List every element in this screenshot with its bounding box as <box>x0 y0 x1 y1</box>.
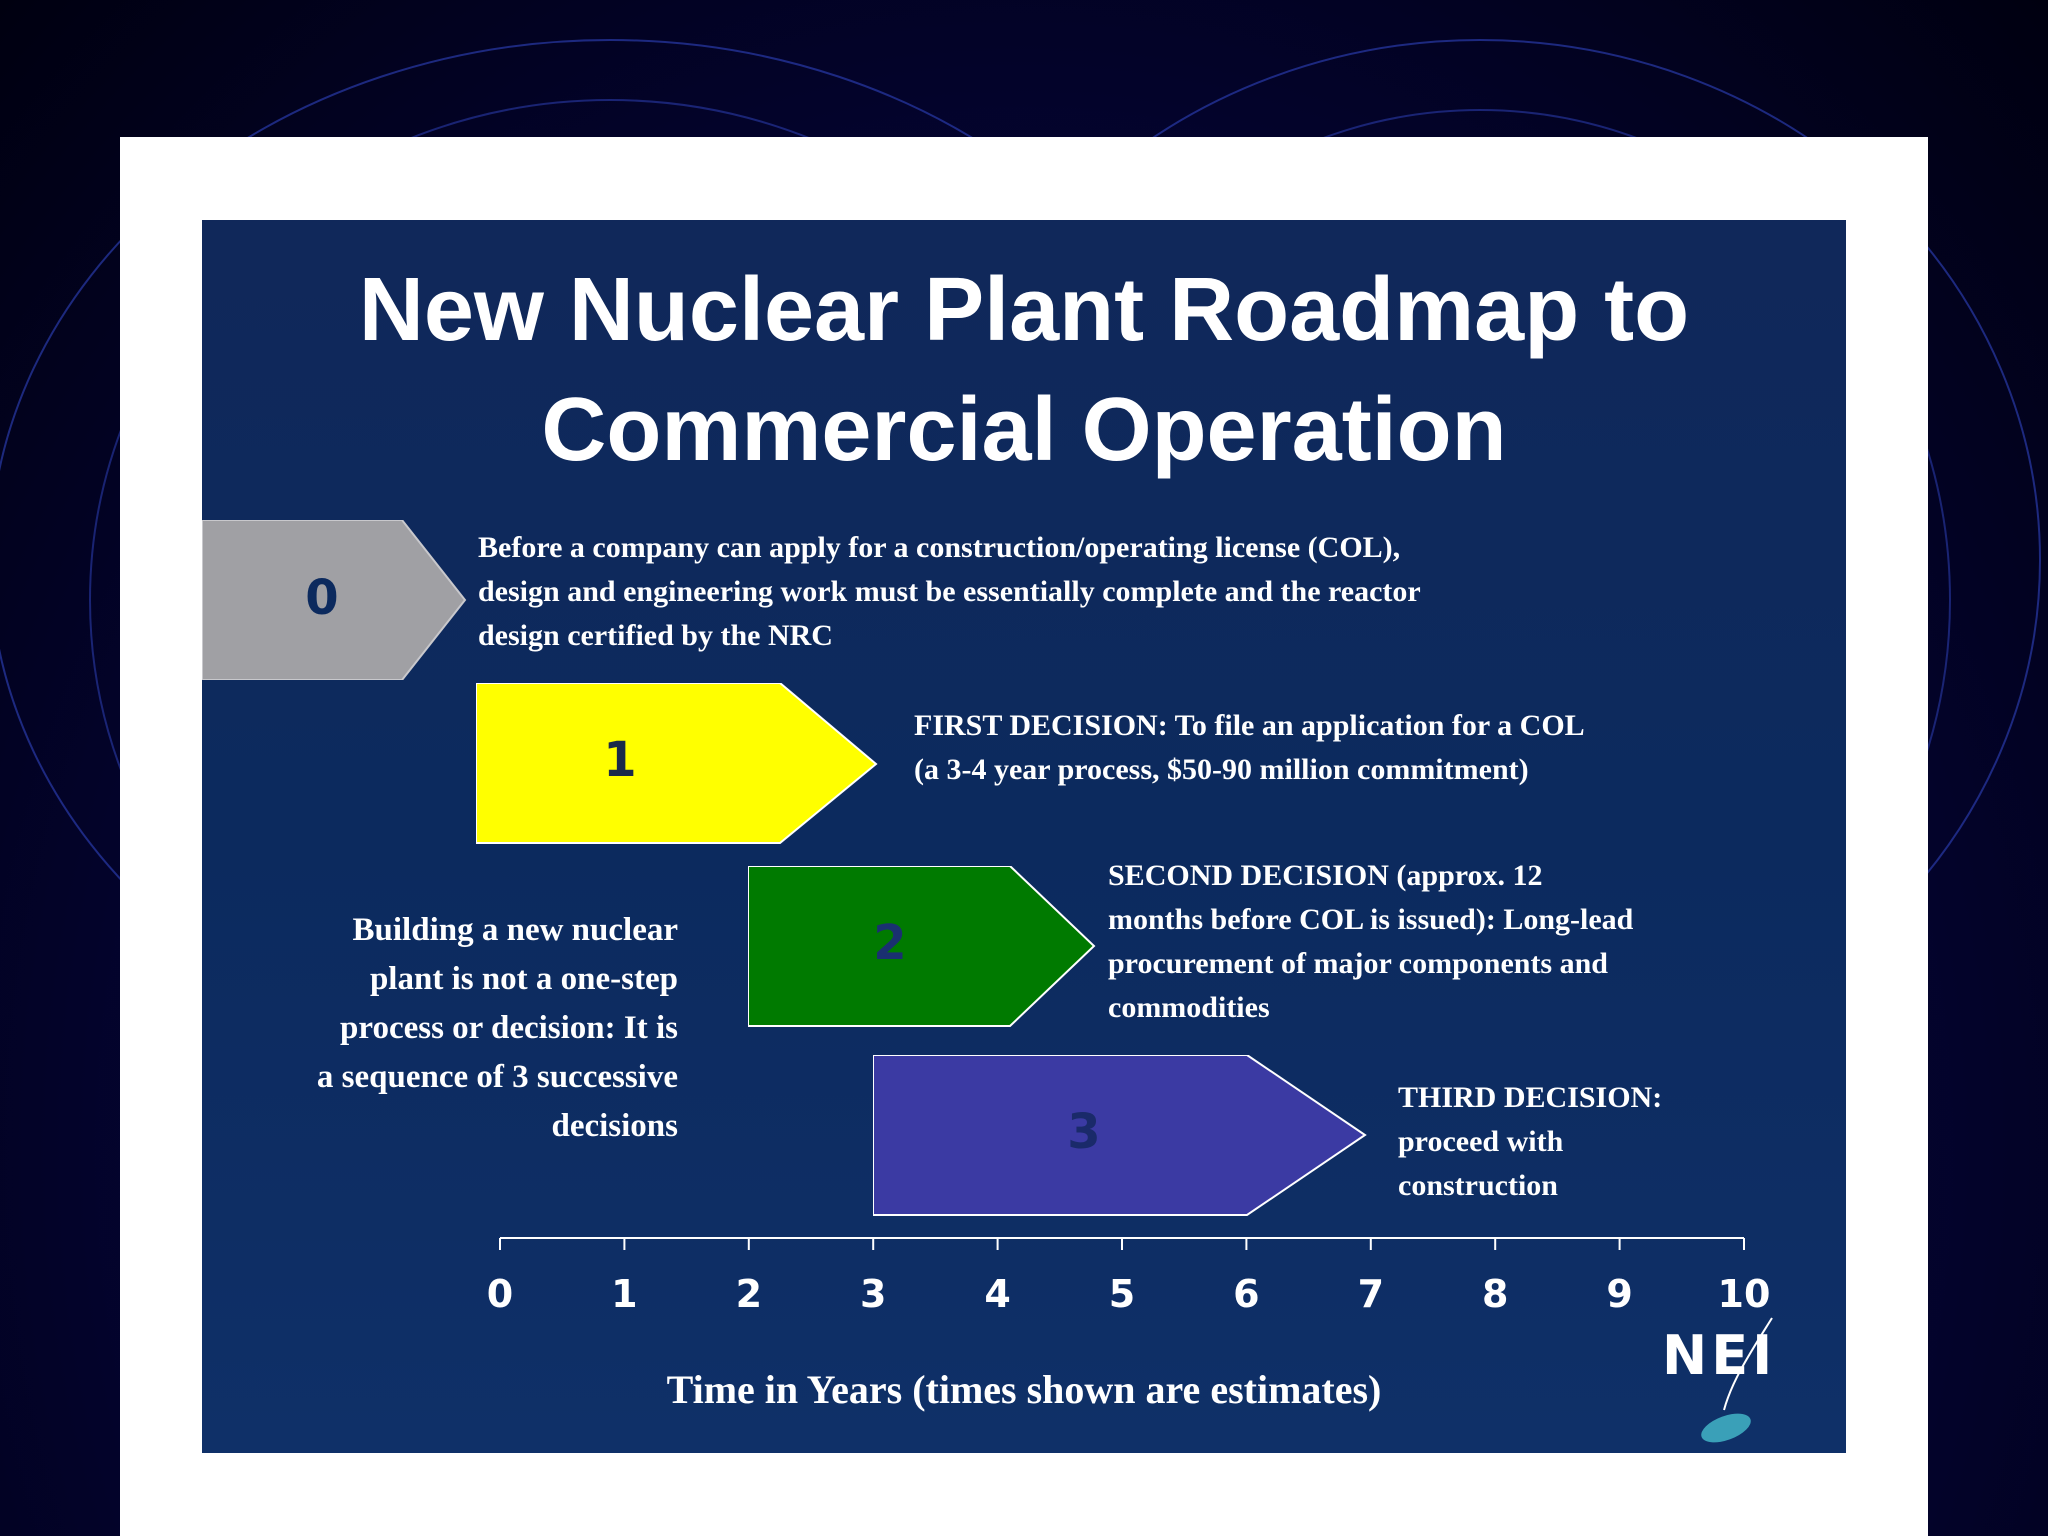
axis-tick-label: 9 <box>1606 1272 1633 1316</box>
stage-1-number: 1 <box>603 732 637 788</box>
axis-caption: Time in Years (times shown are estimates… <box>666 1367 1382 1412</box>
left-note: Building a new nuclear plant is not a on… <box>316 912 678 1144</box>
title-line-1: New Nuclear Plant Roadmap to <box>358 260 1690 360</box>
axis-tick-label: 0 <box>486 1272 514 1316</box>
axis-tick-label: 2 <box>735 1272 763 1316</box>
axis-tick-label: 7 <box>1357 1272 1385 1316</box>
nei-logo: NEI <box>1662 1310 1822 1450</box>
axis-tick-label: 8 <box>1481 1272 1509 1316</box>
stage-3-description: THIRD DECISION: proceed with constructio… <box>1398 1081 1663 1202</box>
stage-0-description: Before a company can apply for a constru… <box>478 531 1421 652</box>
timeline-axis <box>499 1237 1745 1250</box>
stage-0-number: 0 <box>305 570 339 626</box>
axis-tick-label: 5 <box>1108 1272 1136 1316</box>
axis-tick-label: 4 <box>984 1272 1011 1316</box>
stage-2-number: 2 <box>873 915 907 971</box>
axis-tick-label: 3 <box>859 1272 887 1316</box>
axis-tick-label: 10 <box>1717 1272 1771 1316</box>
stage-2-arrow <box>748 866 1096 1027</box>
logo-text: NEI <box>1662 1324 1777 1387</box>
roadmap-panel: New Nuclear Plant Roadmap to Commercial … <box>202 220 1846 1453</box>
stage-3-arrow <box>873 1055 1367 1216</box>
axis-tick-label: 1 <box>611 1272 638 1316</box>
stage-0-arrow <box>202 520 467 680</box>
stage-1-arrow <box>476 683 878 844</box>
stage-2-description: SECOND DECISION (approx. 12 months befor… <box>1108 859 1634 1024</box>
stage-1-description: FIRST DECISION: To file an application f… <box>914 709 1585 786</box>
stage-3-number: 3 <box>1067 1104 1101 1160</box>
axis-tick-label: 6 <box>1233 1272 1260 1316</box>
title-line-2: Commercial Operation <box>541 380 1507 480</box>
